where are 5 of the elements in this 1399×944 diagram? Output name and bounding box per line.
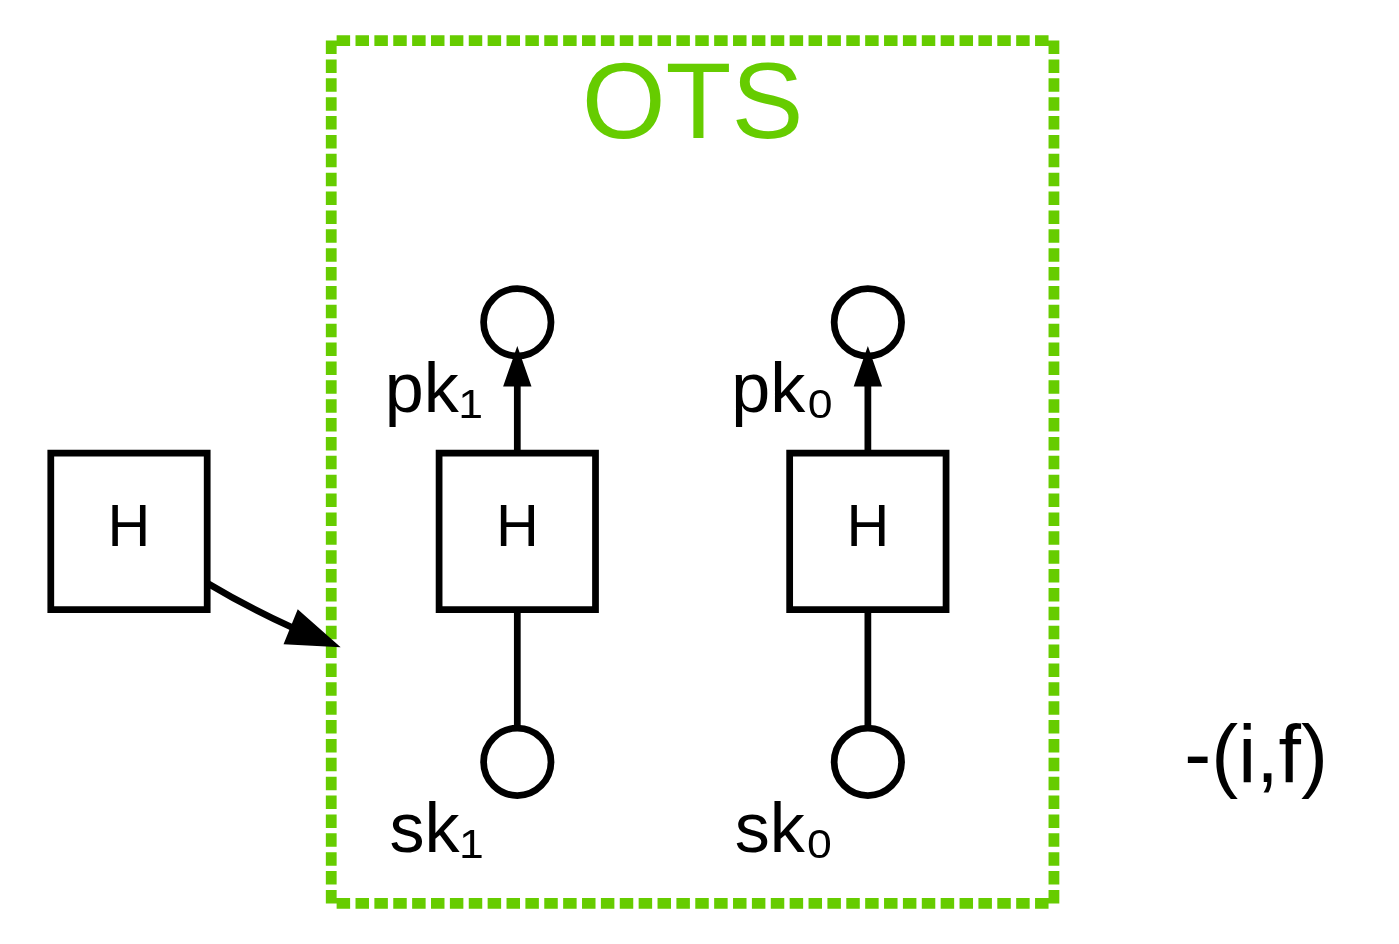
node-label: pk₁ (384, 349, 483, 428)
node-label: sk₁ (389, 788, 483, 867)
node-label: sk₀ (734, 788, 834, 867)
label: -(i,f) (1183, 709, 1328, 800)
node-label: pk₀ (730, 349, 834, 428)
